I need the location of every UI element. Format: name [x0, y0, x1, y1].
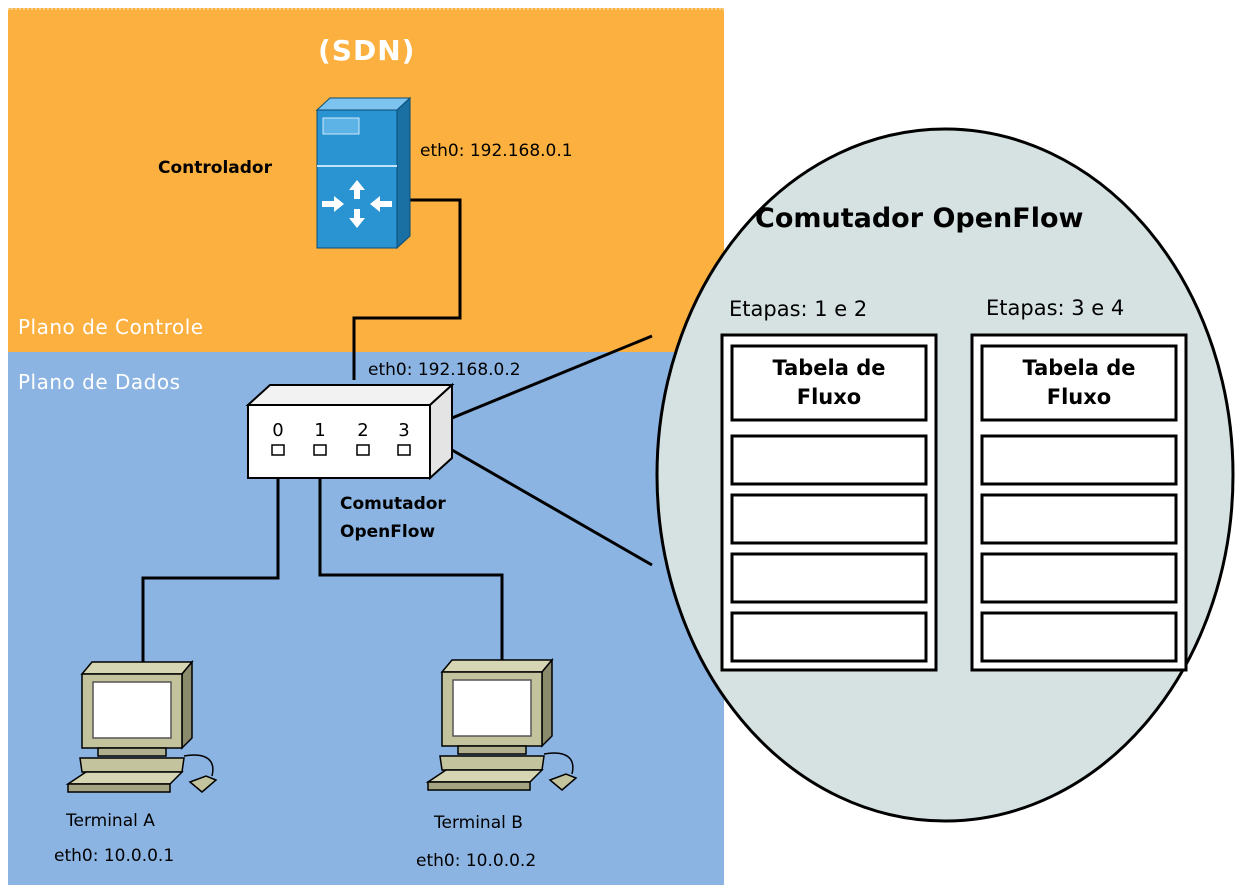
switch-port-label: 3: [398, 420, 409, 441]
switch-address: eth0: 192.168.0.2: [368, 360, 521, 380]
flow-table-title-line: Tabela de: [772, 356, 886, 380]
flow-entry-row: [730, 611, 928, 663]
data-plane-label: Plano de Dados: [18, 370, 181, 394]
openflow-switch-icon: 0 1 2 3: [245, 382, 455, 481]
terminal-b-computer-icon: [425, 657, 578, 791]
flow-entry-row: [730, 552, 928, 604]
terminal-a-name: Terminal A: [66, 811, 155, 831]
terminal-b-address: eth0: 10.0.0.2: [416, 851, 537, 871]
terminal-a-computer-icon: [65, 659, 218, 793]
zoom-line-top: [451, 334, 653, 420]
router-arrows-icon: [322, 180, 392, 228]
flow-table-title-line: Fluxo: [796, 385, 862, 409]
port-0-jack: [271, 444, 285, 456]
stage-label: Etapas: 1 e 2: [729, 297, 868, 321]
stage-label: Etapas: 3 e 4: [986, 296, 1125, 320]
switch-label-line: OpenFlow: [340, 522, 436, 542]
flow-table-title: Tabela de Fluxo: [982, 354, 1176, 412]
controller-server-icon: [315, 96, 412, 250]
flow-table-title-line: Fluxo: [1046, 385, 1112, 409]
controller-to-switch-link: [352, 198, 462, 380]
port1-to-terminal-b-link: [318, 453, 504, 660]
flow-table-header: [980, 344, 1178, 422]
terminal-b-name: Terminal B: [434, 813, 523, 833]
flow-table-title-line: Tabela de: [1022, 356, 1136, 380]
detail-title: Comutador OpenFlow: [755, 203, 1084, 234]
stage-3-4-pipeline: [970, 333, 1188, 672]
stage-1-2-pipeline: [720, 333, 938, 672]
flow-entry-row: [980, 493, 1178, 545]
switch-port-label: 0: [272, 420, 283, 441]
control-plane-label: Plano de Controle: [18, 315, 204, 339]
switch-ports: [271, 444, 411, 456]
switch-label-line: Comutador: [340, 494, 446, 514]
port-1-jack: [313, 444, 327, 456]
switch-port-label: 2: [357, 420, 368, 441]
controller-address: eth0: 192.168.0.1: [420, 141, 573, 161]
flow-entry-row: [980, 434, 1178, 486]
flow-table-title: Tabela de Fluxo: [732, 354, 926, 412]
network-links: [141, 198, 653, 662]
switch-label: Comutador OpenFlow: [340, 490, 446, 546]
zoom-line-bottom: [451, 448, 653, 567]
port0-to-terminal-a-link: [141, 453, 280, 662]
terminal-a-address: eth0: 10.0.0.1: [54, 846, 175, 866]
switch-port-label: 1: [314, 420, 325, 441]
diagram-title: (SDN): [318, 34, 416, 67]
flow-table-header: [730, 344, 928, 422]
controller-label: Controlador: [158, 158, 272, 178]
flow-entry-row: [980, 552, 1178, 604]
flow-entry-row: [730, 434, 928, 486]
port-2-jack: [356, 444, 370, 456]
flow-entry-row: [980, 611, 1178, 663]
port-3-jack: [397, 444, 411, 456]
flow-entry-row: [730, 493, 928, 545]
